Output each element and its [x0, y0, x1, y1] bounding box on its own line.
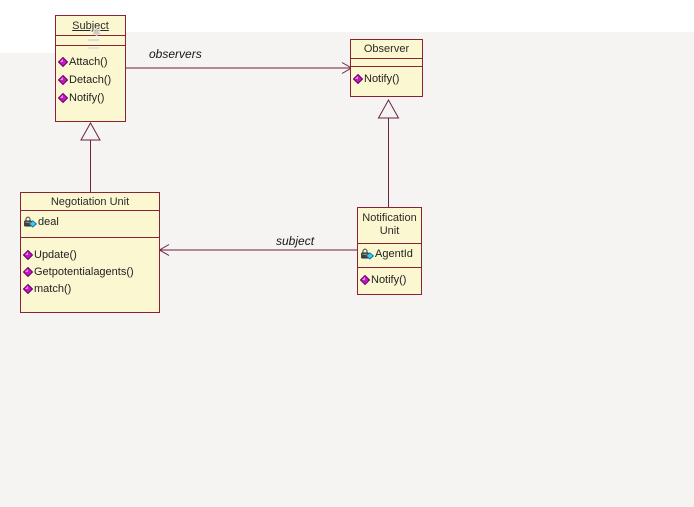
hollow-triangle-icon	[377, 98, 400, 119]
attribute-label: AgentId	[375, 248, 413, 260]
operation-label: Update()	[34, 248, 77, 261]
operation-row[interactable]: Getpotentialagents()	[23, 263, 157, 280]
operation-label: Notify()	[364, 73, 400, 85]
attribute-row[interactable]: AgentId	[360, 246, 419, 262]
lock-with-cyan-diamond-icon	[23, 216, 37, 228]
operation-row[interactable]: Notify()	[58, 89, 123, 107]
lock-with-cyan-diamond-icon	[360, 248, 374, 260]
operation-label: Detach()	[69, 74, 112, 86]
attribute-label: deal	[38, 215, 59, 228]
open-arrowhead-icon	[158, 244, 170, 256]
magenta-diamond-icon	[58, 57, 68, 67]
magenta-diamond-icon	[58, 93, 68, 103]
class-box-notification-unit[interactable]: Notification Unit AgentId Notify()	[357, 207, 422, 295]
operation-label: Attach()	[69, 56, 108, 68]
association-observers[interactable]	[126, 62, 353, 74]
operation-row[interactable]: Notify()	[353, 71, 420, 87]
association-subject[interactable]	[158, 244, 358, 256]
class-box-negotiation-unit[interactable]: Negotiation Unit deal Update() Getpotenti…	[20, 192, 160, 313]
class-box-subject[interactable]: Subject Attach() Detach() Notify()	[55, 15, 126, 122]
operation-label: Getpotentialagents()	[34, 265, 134, 278]
attributes-compartment[interactable]: deal	[21, 211, 159, 238]
magenta-diamond-icon	[353, 74, 363, 84]
class-title: Negotiation Unit	[21, 193, 159, 211]
cursor-artifact-icon: ✱	[92, 27, 102, 39]
operation-row[interactable]: Update()	[23, 246, 157, 263]
operation-row[interactable]: Detach()	[58, 71, 123, 89]
magenta-diamond-icon	[23, 266, 33, 277]
operation-row[interactable]: Attach()	[58, 53, 123, 71]
class-title: Observer	[351, 40, 422, 59]
selection-dashes-artifact	[88, 39, 99, 49]
attributes-compartment[interactable]: AgentId	[358, 244, 421, 268]
class-title: Notification Unit	[358, 208, 421, 244]
generalization-negotiation-to-subject[interactable]	[80, 121, 101, 192]
operations-compartment[interactable]: Notify()	[358, 268, 421, 294]
magenta-diamond-icon	[23, 283, 33, 294]
operation-row[interactable]: match()	[23, 280, 157, 297]
operation-label: match()	[34, 282, 72, 295]
operations-compartment[interactable]: Notify()	[351, 67, 422, 96]
attributes-compartment[interactable]	[56, 36, 125, 46]
association-label-subject[interactable]: subject	[276, 234, 315, 248]
operations-compartment[interactable]: Attach() Detach() Notify()	[56, 46, 125, 121]
class-box-observer[interactable]: Observer Notify()	[350, 39, 423, 97]
magenta-diamond-icon	[23, 249, 33, 260]
attributes-compartment[interactable]	[351, 59, 422, 67]
operation-label: Notify()	[69, 92, 105, 104]
generalization-notification-to-observer[interactable]	[377, 98, 400, 207]
operation-row[interactable]: Notify()	[360, 272, 419, 288]
association-label-observers[interactable]: observers	[149, 47, 202, 61]
hollow-triangle-icon	[80, 121, 101, 141]
canvas-left-band	[0, 32, 55, 53]
class-title: Subject	[56, 16, 125, 36]
magenta-diamond-icon	[58, 75, 68, 85]
attribute-row[interactable]: deal	[23, 213, 157, 230]
operation-label: Notify()	[371, 274, 407, 286]
operations-compartment[interactable]: Update() Getpotentialagents() match()	[21, 238, 159, 312]
magenta-diamond-icon	[360, 275, 370, 285]
